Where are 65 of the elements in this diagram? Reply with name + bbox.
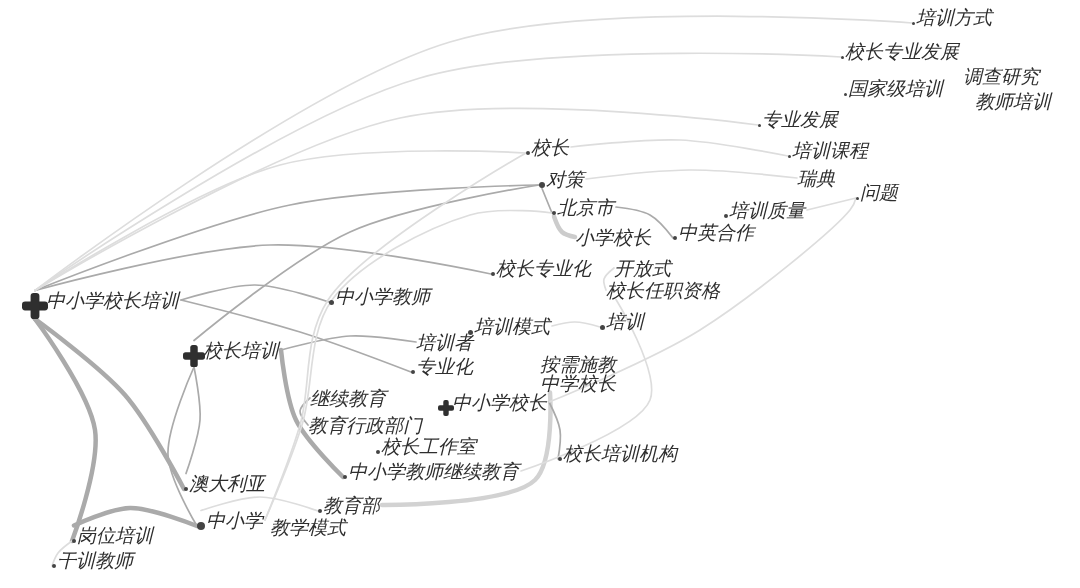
link-line bbox=[299, 397, 311, 426]
keyword-label: 干训教师 bbox=[57, 550, 135, 570]
link-line bbox=[180, 284, 330, 303]
keyword-label: 中小学 bbox=[206, 510, 265, 530]
keyword-label: 校长培训机构 bbox=[563, 443, 679, 463]
link-line bbox=[548, 401, 562, 460]
keyword-label: 校长工作室 bbox=[381, 436, 478, 456]
keyword-label: 培训者 bbox=[416, 332, 475, 352]
link-line bbox=[193, 184, 540, 342]
link-line bbox=[520, 298, 653, 472]
keyword-label: 专业化 bbox=[416, 356, 475, 376]
link-line bbox=[200, 496, 319, 512]
link-line bbox=[379, 390, 553, 508]
keyword-label: 继续教育 bbox=[310, 388, 388, 408]
keyword-label: 校长培训 bbox=[203, 340, 281, 360]
keyword-label: 岗位培训 bbox=[77, 525, 155, 545]
keyword-label: 中英合作 bbox=[678, 222, 756, 242]
link-line bbox=[71, 505, 200, 529]
keyword-label: 对策 bbox=[546, 169, 586, 189]
link-line bbox=[551, 214, 578, 240]
link-line bbox=[185, 366, 201, 475]
keyword-label: 教师培训 bbox=[975, 91, 1053, 111]
keyword-label: 培训课程 bbox=[792, 140, 870, 160]
keyword-label: 教育行政部门 bbox=[308, 415, 424, 435]
keyword-label: 开放式 bbox=[614, 258, 673, 278]
keyword-label: 校长专业化 bbox=[496, 258, 593, 278]
keyword-label: 教育部 bbox=[323, 495, 382, 515]
keyword-label: 澳大利亚 bbox=[189, 473, 267, 493]
keyword-label: 瑞典 bbox=[797, 168, 836, 188]
keyword-label: 中小学校长培训 bbox=[46, 290, 181, 310]
keyword-label: 中小学教师继续教育 bbox=[348, 461, 521, 481]
keyword-label: 校长专业发展 bbox=[845, 41, 961, 61]
link-line bbox=[551, 321, 601, 328]
link-line bbox=[585, 169, 798, 180]
keyword-label: 专业发展 bbox=[762, 109, 840, 129]
keyword-label: 中学校长 bbox=[540, 373, 616, 393]
link-line bbox=[541, 187, 553, 214]
keyword-label: 校长 bbox=[531, 137, 570, 157]
link-line bbox=[570, 138, 789, 157]
keyword-label: 校长任职资格 bbox=[606, 280, 721, 300]
keyword-label: 培训模式 bbox=[474, 316, 552, 336]
link-line bbox=[602, 267, 615, 291]
link-line bbox=[548, 197, 857, 403]
link-line bbox=[264, 209, 553, 521]
link-line bbox=[280, 335, 417, 351]
keyword-label: 问题 bbox=[860, 182, 900, 202]
keyword-label: 国家级培训 bbox=[848, 78, 945, 98]
link-line bbox=[34, 107, 759, 292]
keyword-label: 培训方式 bbox=[916, 7, 994, 27]
link-line bbox=[51, 540, 73, 567]
keyword-label: 按需施教 bbox=[540, 354, 618, 374]
keyword-label: 北京市 bbox=[557, 197, 616, 217]
link-line bbox=[180, 299, 412, 373]
keyword-label: 中小学教师 bbox=[335, 286, 432, 306]
link-line bbox=[278, 347, 346, 480]
keyword-label: 中小学校长 bbox=[452, 392, 547, 412]
link-line bbox=[806, 197, 857, 211]
keyword-label: 教学模式 bbox=[270, 517, 348, 537]
keyword-label: 小学校长 bbox=[575, 227, 652, 247]
link-line bbox=[615, 206, 674, 239]
keyword-label: 培训 bbox=[606, 311, 646, 331]
keyword-label: 调查研究 bbox=[963, 66, 1041, 86]
keyword-label: 培训质量 bbox=[729, 200, 807, 220]
link-line bbox=[32, 316, 187, 492]
link-line bbox=[34, 244, 492, 292]
